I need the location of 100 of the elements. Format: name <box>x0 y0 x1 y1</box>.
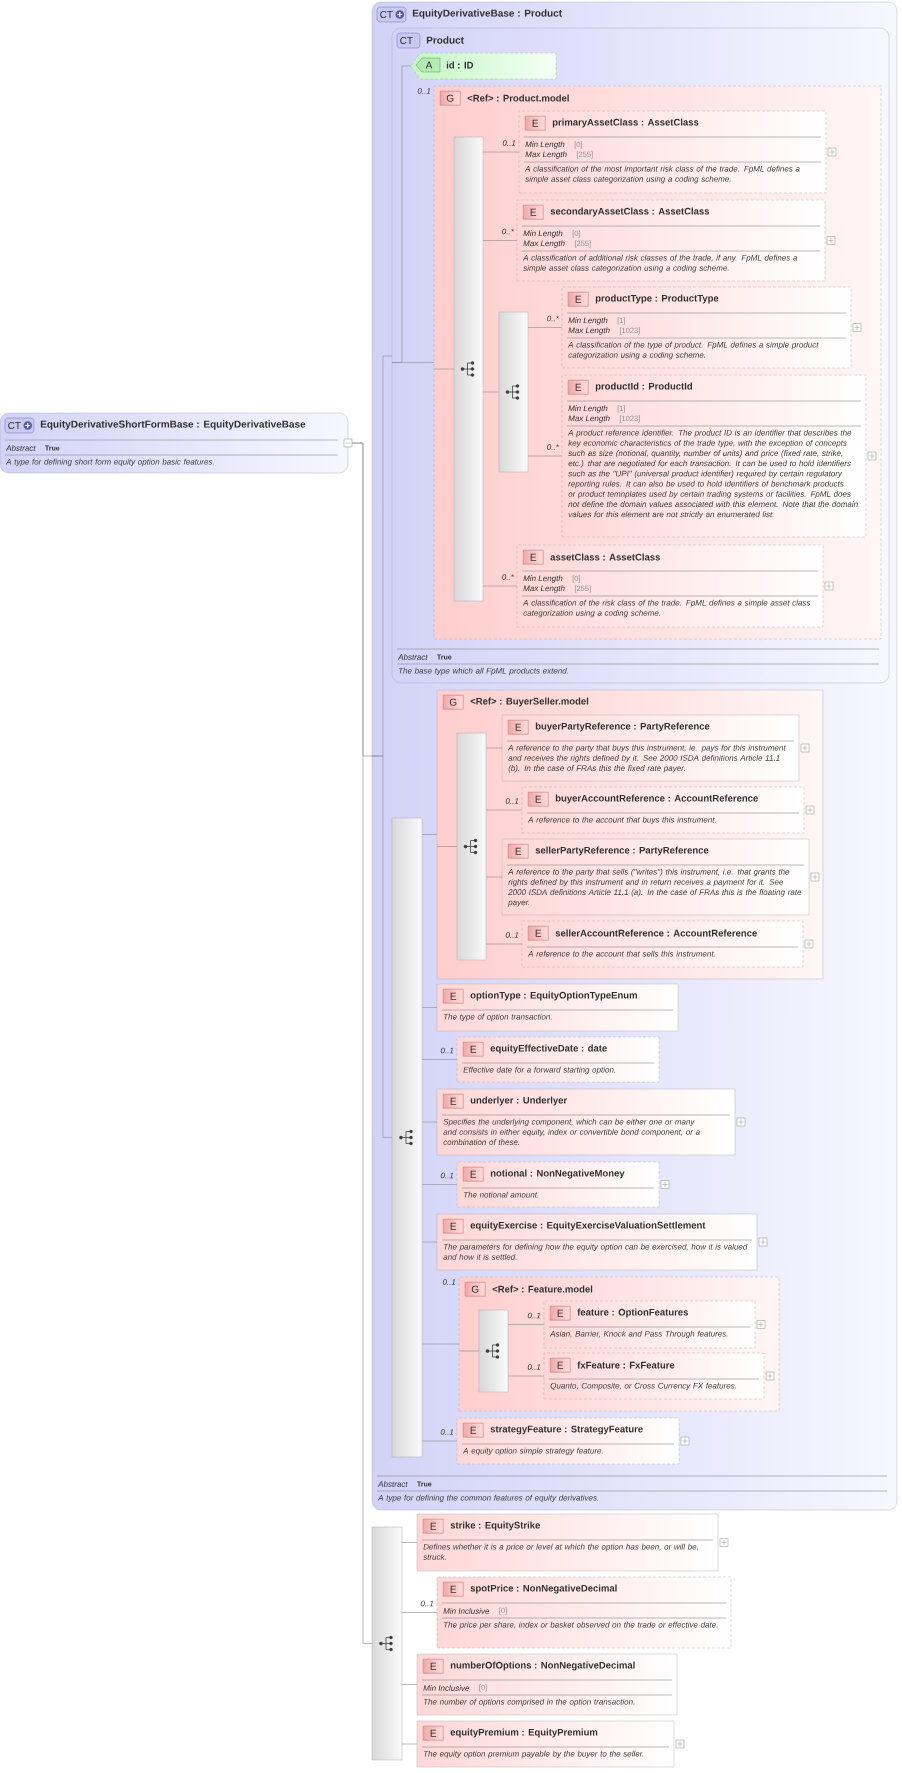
type-badge: E <box>423 1659 444 1674</box>
type-badge: E <box>423 1726 444 1741</box>
element-box <box>521 920 804 968</box>
type-badge: CT <box>376 6 407 23</box>
description: A reference to the account that buys this instrument. <box>527 816 716 825</box>
connector-line <box>485 809 523 811</box>
description: The equity option premium payable by the buyer to the seller. <box>423 1750 644 1759</box>
type-badge: A <box>415 57 441 73</box>
connector-line <box>421 1343 460 1345</box>
facet-label: Min Length <box>523 230 563 238</box>
type-title: equityExercise : EquityExerciseValuationSettlement <box>470 1221 706 1231</box>
element-box <box>436 1576 732 1649</box>
type-badge: E <box>443 1219 464 1234</box>
description: A type for defining the common features of equity derivatives. <box>377 1494 599 1503</box>
type-badge: E <box>463 1042 484 1057</box>
facet-label: Min Length <box>525 141 565 149</box>
sequence-bar <box>478 1309 509 1393</box>
connector-line <box>482 585 518 587</box>
cardinality-label: 0..* <box>502 574 514 580</box>
type-title: strike : EquityStrike <box>450 1521 540 1531</box>
facet-label: Min Length <box>568 405 608 413</box>
facet-label: Max Length <box>525 151 567 159</box>
connector-line <box>401 1684 418 1685</box>
type-badge: E <box>423 1519 444 1534</box>
description: The parameters for defining how the equity option can be exercised, how it is valued and how it is settled. <box>443 1243 748 1260</box>
type-badge: E <box>528 926 549 941</box>
type-title: Product <box>426 36 464 44</box>
description: A classification of additional risk classes of the trade, if any. FpML defines a simple asset class categorization using a coding scheme. <box>522 254 798 273</box>
type-title: <Ref> : Feature.model <box>492 1285 593 1293</box>
connector-line <box>482 391 500 393</box>
type-title: EquityDerivativeBase : Product <box>412 9 562 19</box>
connector-line <box>351 442 373 1644</box>
element-box <box>501 838 810 916</box>
connector-line <box>421 1440 458 1442</box>
description: Quanto, Composite, or Cross Currency FX features. <box>550 1382 736 1391</box>
cardinality-label: 0..* <box>547 444 559 450</box>
cardinality-label: 0..1 <box>440 1429 454 1435</box>
type-title: productId : ProductId <box>595 382 693 392</box>
type-badge: G <box>465 1282 486 1297</box>
description: A reference to the account that sells this instrument. <box>527 950 715 957</box>
type-badge: E <box>523 205 544 220</box>
type-badge: E <box>550 1358 571 1373</box>
cardinality-label: 0..1 <box>440 1172 454 1179</box>
sequence-bar <box>453 136 484 602</box>
element-box <box>416 1513 719 1572</box>
connector-line <box>401 1542 418 1543</box>
facet-label: Abstract <box>397 654 428 660</box>
type-title: fxFeature : FxFeature <box>577 1361 675 1369</box>
element-box <box>543 1300 756 1349</box>
description: A reference to the party that buys this instrument, ie. pays for this instrument and receives the rights defined by it. See 2000 ISDA definitions Article 11.1 (b). In the case of FRAs this the fixed rate payer. <box>507 744 786 773</box>
connector-line <box>485 943 523 945</box>
connector-line <box>421 1121 438 1123</box>
description: The number of options comprised in the option transaction. <box>423 1698 635 1707</box>
cardinality-label: 0..1 <box>505 798 519 804</box>
cardinality-label: 0..1 <box>442 1279 456 1285</box>
element-box <box>416 1720 675 1768</box>
facet-label: Min Length <box>568 317 608 325</box>
connector-line <box>371 755 393 1138</box>
element-box <box>543 1352 765 1400</box>
type-badge: E <box>443 989 464 1004</box>
type-title: id : ID <box>446 61 474 69</box>
sequence-bar <box>456 732 487 961</box>
cardinality-label: 0..1 <box>417 88 431 94</box>
type-title: buyerAccountReference : AccountReference <box>555 794 758 804</box>
type-badge: E <box>443 1582 464 1597</box>
type-title: feature : OptionFeatures <box>577 1308 688 1318</box>
element-box <box>436 983 679 1032</box>
complex-type-box <box>0 412 353 474</box>
description: Specifies the underlying component, which can be either one or many and consists in either equity, index or convertible bond component, or a combination of these. <box>443 1118 700 1145</box>
connector-line <box>421 1059 458 1060</box>
description: A classification of the risk class of the trade. FpML defines a simple asset class categorization using a coding scheme. <box>522 599 811 618</box>
connector-line <box>421 834 438 835</box>
type-badge: E <box>525 116 546 131</box>
description: A type for defining short form equity option basic features. <box>5 458 214 467</box>
facet-label: Max Length <box>568 327 610 335</box>
description: The notional amount. <box>463 1191 539 1198</box>
connector-line <box>485 747 503 749</box>
connector-line <box>421 1184 458 1185</box>
type-badge: E <box>568 380 589 395</box>
description: The price per share, index or basket observed on the trade or effective date. <box>443 1621 718 1630</box>
description: A reference to the party that sells ("writes") this instrument, i.e. that grants the rights defined by this instrument and in return receives a payment for it. See 2000 ISDA definitions Article 11.1 (a). In the case of FRAs this is the floating rate payer. <box>507 868 802 907</box>
description: Asian, Barrier, Knock and Pass Through features. <box>549 1330 728 1339</box>
connector-line <box>507 1375 545 1377</box>
cardinality-label: 0..* <box>547 315 559 322</box>
type-title: buyerPartyReference : PartyReference <box>535 722 710 732</box>
description: A product reference identifier. The product ID is an identifier that describes the key economic characteristics of the trade type, with the exception of concepts such as size (notional, quantity, number of units) and price (fixed rate, strike, etc.) that are negotiated for each transaction. It can be used to hold identifiers such as the "UPI" (universal product identifier) required by certain regulatory reporting rules. It can also be used to hold identifiers of benchmark products or product temnplates used by certain trading systems or facilities. FpML does not define the domain values associated with this element. Note that the domain values for this element are not strictly an enumerated list. <box>567 429 858 519</box>
cardinality-label: 0..1 <box>505 932 519 938</box>
element-box <box>456 1417 680 1465</box>
connector-line <box>482 240 518 241</box>
connector-line <box>421 1007 438 1008</box>
element-box <box>521 786 805 834</box>
sequence-bar <box>391 817 423 1458</box>
type-badge: E <box>443 1094 464 1109</box>
element-box <box>456 1161 660 1208</box>
element-box <box>516 199 826 282</box>
type-badge: E <box>463 1423 484 1438</box>
type-title: underlyer : Underlyer <box>470 1096 567 1106</box>
type-badge: E <box>523 550 544 565</box>
type-badge: E <box>508 720 529 735</box>
facet-label: Max Length <box>523 585 565 593</box>
